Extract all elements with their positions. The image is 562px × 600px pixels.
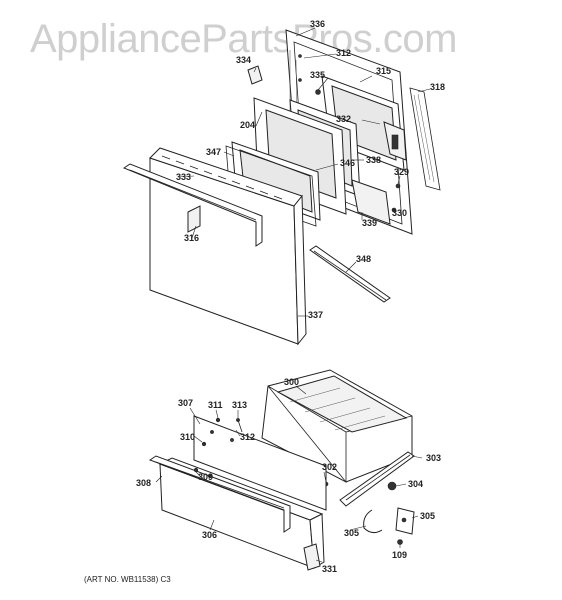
callout-304: 304 xyxy=(408,479,423,489)
callout-313: 313 xyxy=(232,400,247,410)
callout-346: 346 xyxy=(340,158,355,168)
part-310-screw[interactable] xyxy=(201,441,207,447)
part-313-fastener[interactable] xyxy=(236,418,243,433)
callout-312-lower: 312 xyxy=(240,432,255,442)
callout-309: 309 xyxy=(198,472,213,482)
part-334-clip[interactable] xyxy=(247,65,263,85)
callout-331: 331 xyxy=(322,564,337,574)
watermark-text: AppliancePartsPros.com xyxy=(30,17,457,61)
part-311-fastener[interactable] xyxy=(215,417,221,423)
part-305-roller-bracket[interactable] xyxy=(363,507,415,535)
callout-312-upper: 312 xyxy=(336,48,351,58)
part-109-screw[interactable] xyxy=(397,539,403,545)
part-309-screw[interactable] xyxy=(193,467,213,479)
part-348-vent-trim[interactable] xyxy=(309,245,391,303)
part-308-drawer-handle[interactable] xyxy=(148,455,291,533)
part-300-drawer-body[interactable] xyxy=(261,369,413,484)
part-331-end-cap[interactable] xyxy=(303,543,321,571)
callout-333: 333 xyxy=(176,172,191,182)
callout-306: 306 xyxy=(202,530,217,540)
callout-303: 303 xyxy=(426,453,441,463)
part-332-bracket[interactable] xyxy=(383,121,407,161)
callout-348: 348 xyxy=(356,254,371,264)
part-335-spacer[interactable] xyxy=(315,89,321,95)
callout-335: 335 xyxy=(310,70,325,80)
part-303-drawer-rail[interactable] xyxy=(339,451,415,507)
part-307-drawer-front-panel[interactable] xyxy=(193,415,327,511)
callout-339: 339 xyxy=(362,218,377,228)
art-number: (ART NO. WB11538) C3 xyxy=(84,575,171,584)
callout-109: 109 xyxy=(392,550,407,560)
callout-336: 336 xyxy=(310,19,325,29)
callout-338: 338 xyxy=(366,155,381,165)
callout-204: 204 xyxy=(240,120,255,130)
callout-300: 300 xyxy=(284,377,299,387)
callout-334: 334 xyxy=(236,55,251,65)
callout-347: 347 xyxy=(206,147,221,157)
callout-329: 329 xyxy=(394,167,409,177)
callout-315: 315 xyxy=(376,66,391,76)
callout-337: 337 xyxy=(308,310,323,320)
callout-332: 332 xyxy=(336,114,351,124)
callout-305-left: 305 xyxy=(344,528,359,538)
callout-307: 307 xyxy=(178,398,193,408)
callout-labels: 336 334 312 335 315 318 204 332 347 346 … xyxy=(136,19,445,574)
leader-lines xyxy=(155,27,431,563)
callout-316: 316 xyxy=(184,233,199,243)
callout-310: 310 xyxy=(180,432,195,442)
callout-318: 318 xyxy=(430,82,445,92)
part-337-outer-door-panel[interactable] xyxy=(149,147,307,346)
part-329-screw[interactable] xyxy=(395,183,401,189)
callout-308: 308 xyxy=(136,478,151,488)
part-304-roller[interactable] xyxy=(387,481,397,491)
callout-330: 330 xyxy=(392,208,407,218)
part-339-insulation[interactable] xyxy=(351,179,391,225)
part-318-door-gasket[interactable] xyxy=(409,87,441,191)
callout-305-right: 305 xyxy=(420,511,435,521)
callout-311: 311 xyxy=(208,400,223,410)
part-333-door-handle[interactable] xyxy=(122,163,263,247)
callout-302: 302 xyxy=(322,462,337,472)
